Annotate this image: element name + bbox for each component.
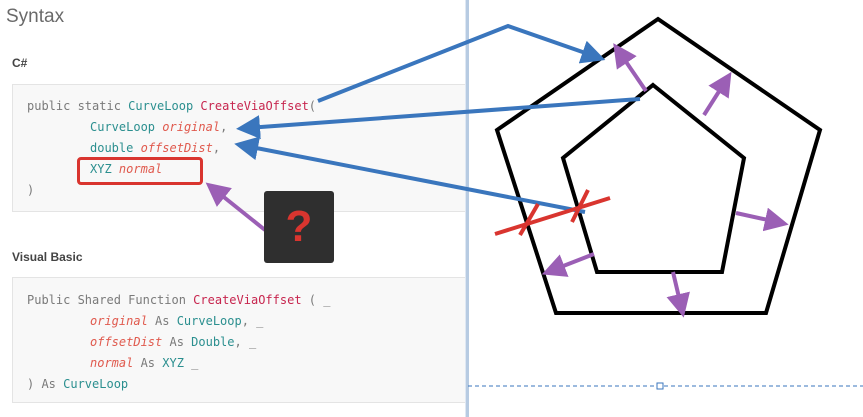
- documentation-panel: Syntax C# public static CurveLoop Create…: [6, 6, 466, 403]
- workplane-grip: [656, 382, 664, 390]
- csharp-line-2: CurveLoop original,: [90, 120, 228, 134]
- purple-arrow-right: [735, 207, 789, 232]
- cross-mark-left: [518, 202, 540, 237]
- outer-pentagon: [494, 16, 823, 315]
- vb-line-5: ) As CurveLoop: [27, 377, 129, 391]
- cross-mark-right: [570, 189, 590, 223]
- vb-line-1: Public Shared Function CreateViaOffset (…: [27, 293, 331, 307]
- vb-label: Visual Basic: [12, 250, 83, 264]
- purple-arrow-top-left: [613, 43, 648, 93]
- normal-param-highlight: [77, 157, 203, 185]
- question-mark-badge: ?: [264, 191, 334, 263]
- purple-arrow-bottom-left: [541, 252, 595, 277]
- csharp-code-block: public static CurveLoop CreateViaOffset(…: [12, 84, 466, 212]
- offset-distance-line: [494, 196, 611, 236]
- vb-line-3: offsetDist As Double, _: [90, 335, 257, 349]
- csharp-line-3: double offsetDist,: [90, 141, 221, 155]
- syntax-heading: Syntax: [6, 6, 65, 27]
- vb-code-block: Public Shared Function CreateViaOffset (…: [12, 277, 466, 403]
- purple-arrow-top-right: [702, 71, 732, 117]
- csharp-line-4: XYZ normal: [90, 162, 163, 176]
- csharp-line-5: ): [27, 183, 35, 197]
- inner-pentagon: [560, 82, 747, 274]
- panel-divider[interactable]: [465, 0, 469, 417]
- vb-line-2: original As CurveLoop, _: [90, 314, 264, 328]
- purple-arrow-bottom: [666, 271, 690, 318]
- csharp-line-1: public static CurveLoop CreateViaOffset(: [27, 99, 317, 113]
- vb-line-4: normal As XYZ _: [90, 356, 199, 370]
- csharp-label: C#: [12, 56, 28, 70]
